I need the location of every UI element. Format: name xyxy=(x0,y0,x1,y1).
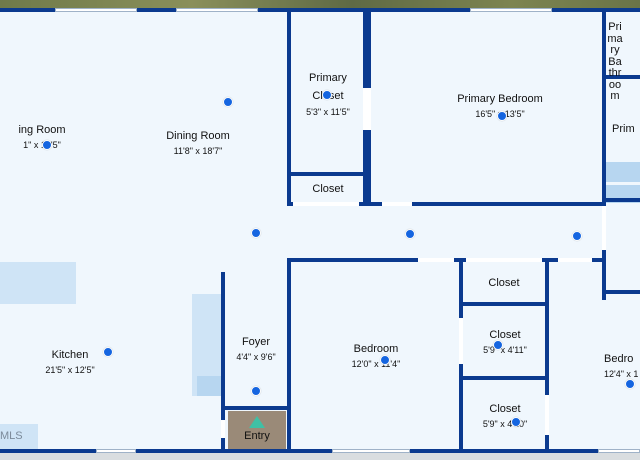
living-room-fixture xyxy=(0,262,76,304)
room-dimensions: 12'0" x 11'4" xyxy=(351,359,401,370)
wall xyxy=(221,406,287,410)
photo-marker[interactable] xyxy=(405,229,415,239)
photo-marker[interactable] xyxy=(380,355,390,365)
wall xyxy=(463,302,545,306)
kitchen-fixture-corner xyxy=(0,424,38,452)
room-name: Kitchen xyxy=(51,349,89,361)
kitchen-appliance xyxy=(197,376,222,396)
room-label-primary: Prim xyxy=(612,119,640,137)
room-label-primary-bathroom: Primary Bathroom xyxy=(606,21,624,104)
room-name: Primary Bedroom xyxy=(457,93,543,105)
wall xyxy=(287,10,291,206)
photo-marker[interactable] xyxy=(511,417,521,427)
wall xyxy=(287,202,603,206)
room-name: Prim xyxy=(612,123,635,135)
room-name: Closet xyxy=(489,329,521,341)
room-name: Closet xyxy=(488,277,520,289)
door xyxy=(545,395,549,435)
room-name: Primary Bathroom xyxy=(607,21,623,103)
room-name: Bedro xyxy=(604,353,634,365)
room-dimensions: 12'4" x 1 xyxy=(604,369,639,380)
door xyxy=(382,202,412,206)
door xyxy=(418,258,454,262)
room-name: ing Room xyxy=(18,124,66,136)
room-name: Closet xyxy=(489,403,521,415)
entry-label: Entry xyxy=(244,430,270,442)
door xyxy=(221,420,225,438)
window xyxy=(176,8,258,12)
room-label-kitchen: Kitchen 21'5" x 12'5" xyxy=(30,345,110,376)
mls-watermark: MLS xyxy=(0,430,23,442)
room-label-closet: Closet xyxy=(466,273,542,291)
door xyxy=(466,258,542,262)
wall xyxy=(545,258,549,453)
wall xyxy=(602,290,640,294)
room-label-closet: Closet 5'9" x 4'10" xyxy=(466,399,544,430)
wall xyxy=(287,258,291,453)
room-dimensions: 11'8" x 18'7" xyxy=(173,146,223,157)
photo-marker[interactable] xyxy=(42,140,52,150)
photo-marker[interactable] xyxy=(497,111,507,121)
wall xyxy=(606,198,640,202)
room-dimensions: 5'3" x 11'5" xyxy=(306,106,350,117)
window xyxy=(470,8,552,12)
wall-bottom xyxy=(0,449,640,453)
door xyxy=(363,88,371,130)
wall xyxy=(606,75,640,79)
room-label-foyer: Foyer 4'4" x 9'6" xyxy=(226,332,286,363)
room-dimensions: 5'9" x 4'11" xyxy=(483,345,527,356)
wall xyxy=(602,10,606,300)
photo-marker[interactable] xyxy=(322,90,332,100)
exterior-strip-bottom xyxy=(0,453,640,460)
room-name: Bedroom xyxy=(353,343,399,355)
photo-marker[interactable] xyxy=(572,231,582,241)
room-dimensions: 5'9" x 4'10" xyxy=(482,419,528,430)
room-label-living-room: ing Room 1" x 18'5" xyxy=(0,120,88,151)
room-name: Foyer xyxy=(241,336,271,348)
room-dimensions: 4'4" x 9'6" xyxy=(236,352,276,363)
photo-marker[interactable] xyxy=(625,379,635,389)
door xyxy=(602,206,606,250)
room-label-bedroom: Bedroom 12'0" x 11'4" xyxy=(326,339,426,370)
photo-marker[interactable] xyxy=(493,340,503,350)
wall xyxy=(463,376,545,380)
room-dimensions: 21'5" x 12'5" xyxy=(45,365,95,376)
photo-marker[interactable] xyxy=(103,347,113,357)
window xyxy=(96,449,136,453)
wall-top xyxy=(0,8,640,12)
exterior-strip-top xyxy=(0,0,640,8)
photo-marker[interactable] xyxy=(223,97,233,107)
door xyxy=(293,202,359,206)
wall xyxy=(287,172,367,176)
room-name: Dining Room xyxy=(166,130,230,142)
room-label-bedroom-right: Bedro 12'4" x 1 xyxy=(604,349,640,380)
room-dimensions: 1" x 18'5" xyxy=(23,140,61,151)
room-label-closet: Closet 5'9" x 4'11" xyxy=(466,325,544,356)
window xyxy=(598,449,640,453)
photo-marker[interactable] xyxy=(251,228,261,238)
room-label-closet: Closet xyxy=(294,179,362,197)
room-name: Closet xyxy=(312,183,344,195)
window xyxy=(332,449,410,453)
photo-marker[interactable] xyxy=(251,386,261,396)
door xyxy=(558,258,592,262)
door xyxy=(459,318,463,364)
entry-arrow-icon xyxy=(249,416,265,428)
room-label-dining-room: Dining Room 11'8" x 18'7" xyxy=(148,126,248,157)
window xyxy=(55,8,137,12)
wall xyxy=(221,272,225,453)
bath-sink xyxy=(606,162,640,182)
